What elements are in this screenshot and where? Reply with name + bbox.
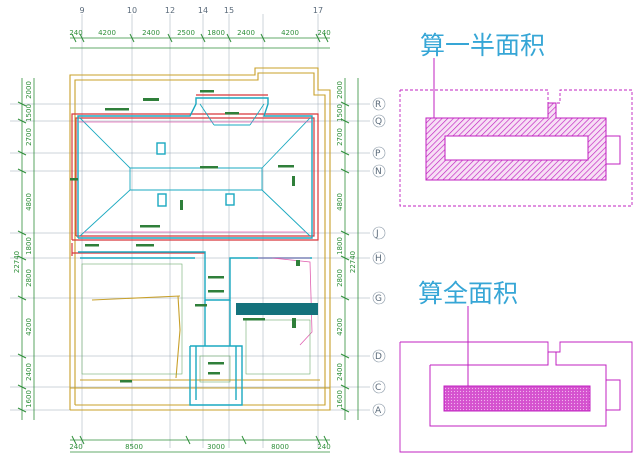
- full-area-side-line: [606, 379, 621, 411]
- room-outlines: [81, 263, 311, 383]
- axis-right-D: D: [375, 352, 382, 362]
- dim-bottom-1: 8500: [125, 443, 143, 451]
- cyan-walls: [77, 97, 313, 406]
- legend-full-area: 算全面积: [399, 279, 633, 453]
- pink-lines: [78, 121, 313, 346]
- dim-right-total: 22740: [349, 251, 357, 273]
- axis-right-A: A: [375, 406, 382, 416]
- dim-right-0: 2000: [336, 81, 344, 99]
- half-area-hatched-band: [425, 102, 607, 181]
- annotation-marks: [70, 90, 300, 383]
- dim-top-3: 2500: [177, 29, 195, 37]
- dimension-lines: [21, 37, 359, 453]
- half-area-inner-line: [606, 135, 621, 165]
- half-area-title: 算一半面积: [420, 31, 545, 60]
- axis-right-P: P: [375, 149, 381, 159]
- dimension-ticks: [17, 33, 350, 445]
- red-walls: [71, 94, 319, 256]
- axis-top-14: 14: [198, 6, 208, 15]
- dim-bottom-2: 3000: [207, 443, 225, 451]
- bottom-dimension-labels: 240 8500 3000 8000 240: [69, 443, 330, 451]
- dim-right-1: 1500: [336, 104, 344, 122]
- dim-right-3: 4800: [336, 193, 344, 211]
- axis-right-J: J: [375, 229, 379, 239]
- dim-top-6: 4200: [281, 29, 299, 37]
- dim-top-2: 2400: [142, 29, 160, 37]
- dim-left-4: 1800: [25, 237, 33, 255]
- dim-bottom-3: 8000: [271, 443, 289, 451]
- dim-top-5: 2400: [237, 29, 255, 37]
- roof-windows: [156, 142, 235, 207]
- dim-bottom-4: 240: [317, 443, 330, 451]
- half-area-dashed-outline: [399, 89, 633, 207]
- dim-top-4: 1800: [207, 29, 225, 37]
- dim-left-2: 2700: [25, 128, 33, 146]
- dim-right-7: 2400: [336, 363, 344, 381]
- full-area-title: 算全面积: [418, 279, 518, 308]
- dim-left-0: 2000: [25, 81, 33, 99]
- roof-lines: [79, 103, 311, 237]
- axis-top-15: 15: [224, 6, 234, 15]
- dim-bottom-0: 240: [69, 443, 82, 451]
- axis-labels-top: 9 10 12 14 15 17: [79, 6, 323, 15]
- teal-bar: [236, 303, 318, 315]
- full-area-inner-outline: [429, 351, 607, 427]
- dim-left-total: 22740: [13, 251, 21, 273]
- dim-right-6: 4200: [336, 318, 344, 336]
- full-area-outer-outline: [399, 341, 633, 453]
- axis-right-H: H: [375, 254, 382, 264]
- axis-top-10: 10: [127, 6, 137, 15]
- dim-right-8: 1600: [336, 390, 344, 408]
- right-dimension-labels: 2000 1500 2700 4800 1800 2800 4200 2400 …: [336, 81, 357, 408]
- full-area-filled-region: [443, 385, 591, 412]
- floor-plan: 240 4200 2400 2500 1800 2400 4200 240 24…: [10, 6, 386, 453]
- dim-left-6: 4200: [25, 318, 33, 336]
- axis-top-17: 17: [313, 6, 323, 15]
- dim-right-4: 1800: [336, 237, 344, 255]
- axis-right-C: C: [375, 383, 381, 393]
- dim-left-8: 1600: [25, 390, 33, 408]
- axis-right-Q: Q: [375, 117, 382, 127]
- dim-left-7: 2400: [25, 363, 33, 381]
- dim-left-1: 1500: [25, 104, 33, 122]
- axis-right-R: R: [375, 100, 381, 110]
- axis-top-9: 9: [79, 6, 84, 15]
- dim-right-2: 2700: [336, 128, 344, 146]
- axis-top-12: 12: [165, 6, 175, 15]
- axis-labels-right: R Q P N J H G D C A: [372, 97, 386, 417]
- dim-top-1: 4200: [98, 29, 116, 37]
- left-dimension-labels: 2000 1500 2700 4800 1800 2800 4200 2400 …: [13, 81, 33, 408]
- dim-left-3: 4800: [25, 193, 33, 211]
- legend-half-area: 算一半面积: [399, 31, 633, 207]
- dim-right-5: 2800: [336, 269, 344, 287]
- dim-left-5: 2800: [25, 269, 33, 287]
- axis-right-G: G: [375, 294, 382, 304]
- dim-top-0: 240: [69, 29, 82, 37]
- top-dimension-labels: 240 4200 2400 2500 1800 2400 4200 240: [69, 29, 330, 37]
- axis-right-N: N: [375, 167, 382, 177]
- dim-top-7: 240: [317, 29, 330, 37]
